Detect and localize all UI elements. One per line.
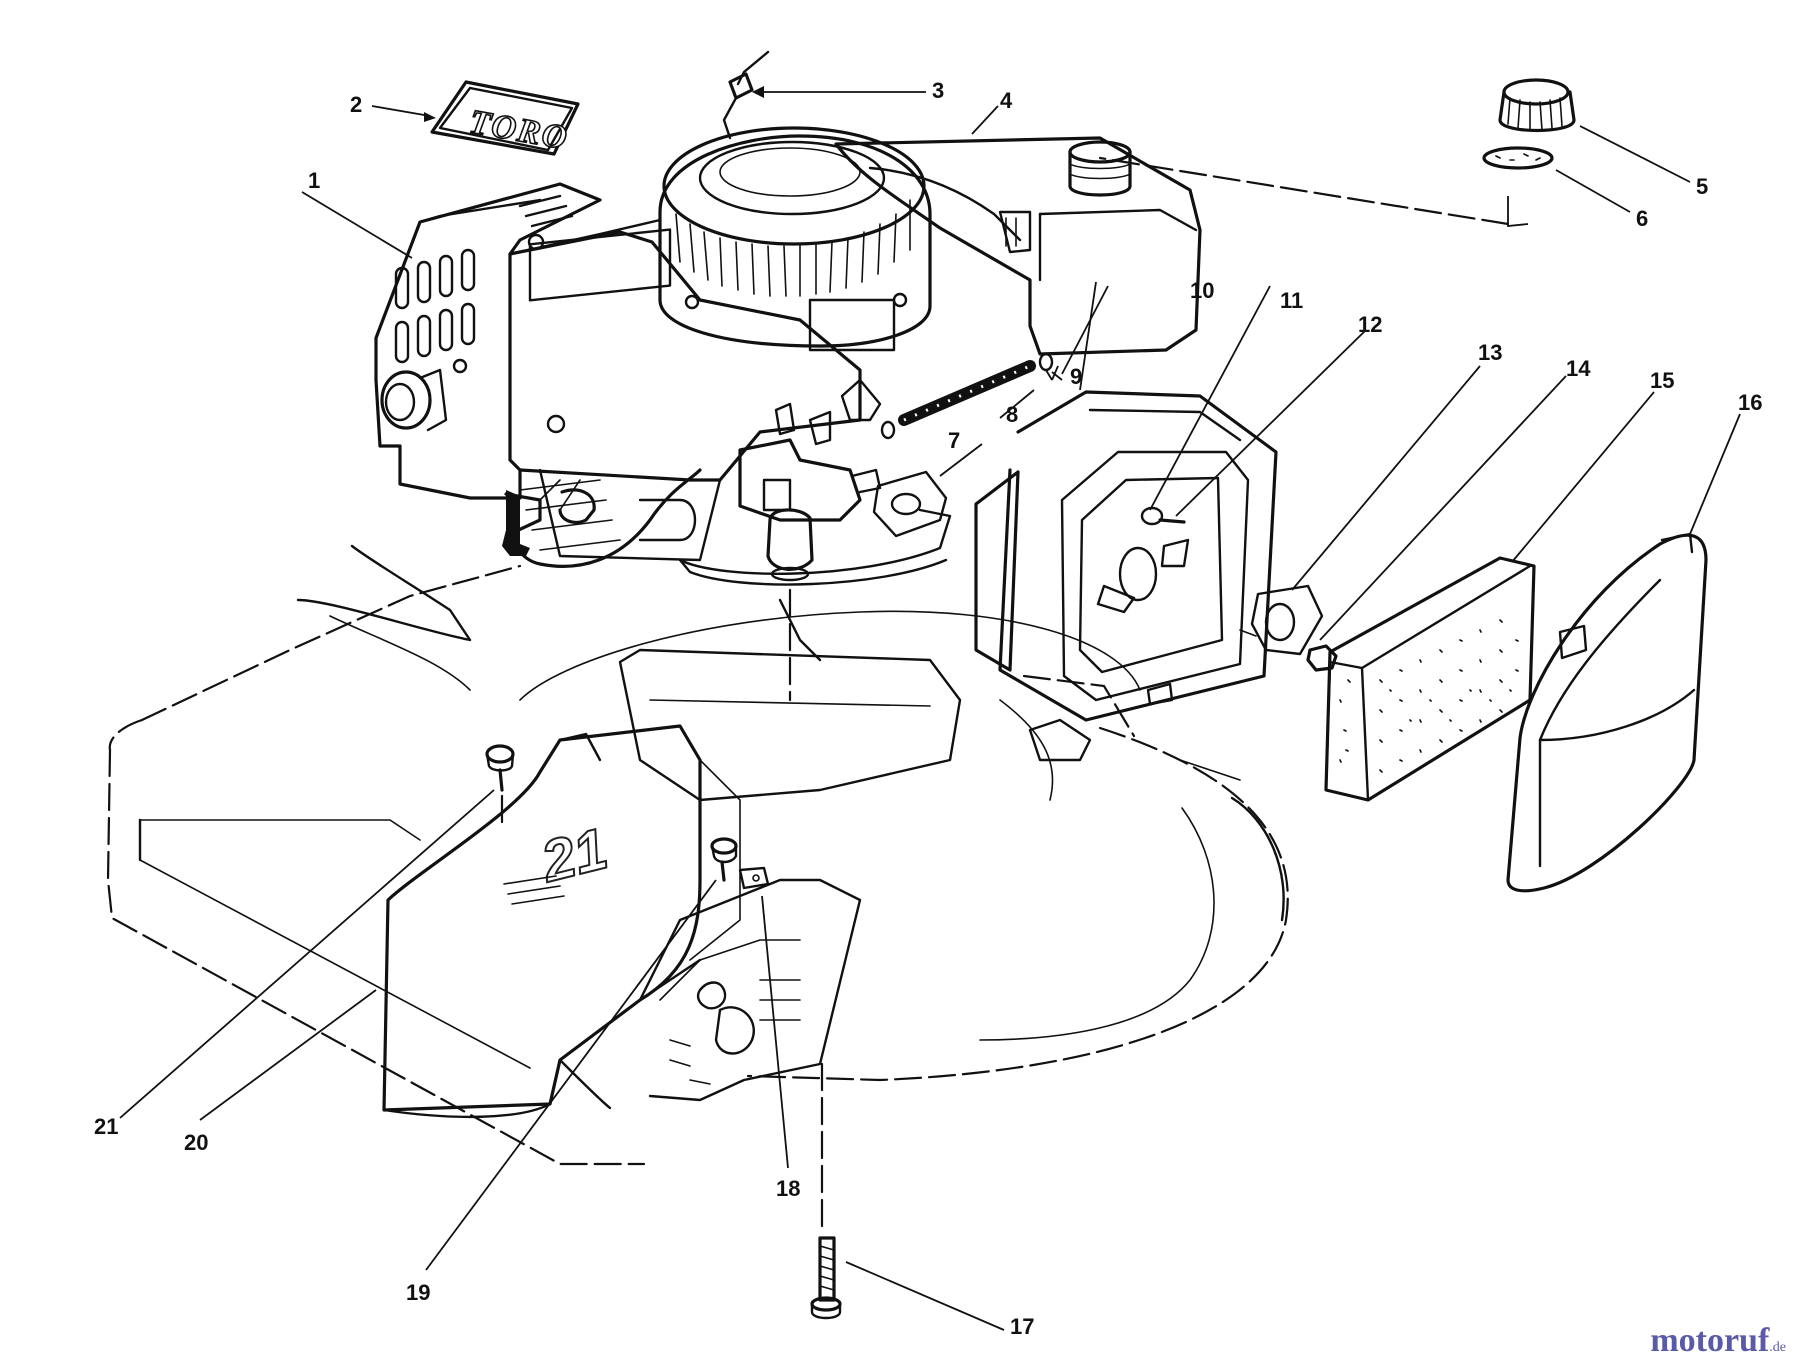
watermark-name: motoruf bbox=[1650, 1322, 1770, 1359]
callout-15: 15 bbox=[1650, 368, 1674, 393]
callout-13: 13 bbox=[1478, 340, 1502, 365]
deck-size-marking: 21 bbox=[534, 816, 613, 895]
hex-nut bbox=[1306, 644, 1338, 672]
leader-lines bbox=[119, 86, 1741, 1331]
deck-screw bbox=[485, 744, 515, 832]
deck-mounting-bolt bbox=[810, 1236, 842, 1320]
callout-5: 5 bbox=[1696, 174, 1708, 199]
callout-8: 8 bbox=[1006, 402, 1018, 427]
engine-shroud bbox=[374, 182, 896, 500]
callout-10: 10 bbox=[1190, 278, 1214, 303]
air-cleaner-body bbox=[974, 390, 1278, 722]
shroud-vents-top bbox=[518, 194, 574, 228]
callout-18: 18 bbox=[776, 1176, 800, 1201]
height-adjuster-bracket bbox=[638, 878, 862, 1102]
primer-bulb bbox=[380, 368, 448, 432]
foam-texture bbox=[1339, 619, 1519, 773]
callout-20: 20 bbox=[184, 1130, 208, 1155]
throttle-cable bbox=[722, 50, 770, 140]
starter-ribs bbox=[675, 199, 911, 297]
shroud-vents-left bbox=[394, 248, 476, 364]
callout-12: 12 bbox=[1358, 312, 1382, 337]
callout-11: 11 bbox=[1280, 288, 1303, 313]
watermark: motoruf.de bbox=[1650, 1322, 1786, 1360]
rear-discharge-door: 21 bbox=[382, 724, 741, 1119]
carburetor-assembly bbox=[678, 378, 952, 586]
speed-clip bbox=[738, 866, 770, 890]
watermark-tld: .de bbox=[1769, 1340, 1786, 1355]
callout-4: 4 bbox=[1000, 88, 1013, 113]
callout-numbers: 1 2 3 4 5 6 7 8 9 10 11 12 13 14 15 16 1… bbox=[94, 78, 1762, 1339]
air-cleaner-screw bbox=[1140, 506, 1186, 526]
fuel-cap bbox=[1498, 78, 1576, 133]
carburetor-gasket bbox=[872, 470, 948, 538]
door-screw bbox=[710, 837, 738, 882]
callout-19: 19 bbox=[406, 1280, 430, 1305]
callout-17: 17 bbox=[1010, 1314, 1034, 1339]
air-cleaner-gasket bbox=[1239, 584, 1324, 656]
fuel-tank bbox=[834, 136, 1202, 356]
callout-7: 7 bbox=[948, 428, 960, 453]
callout-2: 2 bbox=[350, 92, 362, 117]
callout-21: 21 bbox=[94, 1114, 118, 1139]
recoil-starter bbox=[658, 126, 932, 348]
callout-6: 6 bbox=[1636, 206, 1648, 231]
foam-air-filter bbox=[1324, 556, 1536, 802]
callout-3: 3 bbox=[932, 78, 944, 103]
callout-14: 14 bbox=[1566, 356, 1591, 381]
callout-9: 9 bbox=[1070, 364, 1082, 389]
fuel-line bbox=[898, 360, 1036, 426]
callout-1: 1 bbox=[308, 168, 320, 193]
callout-16: 16 bbox=[1738, 390, 1762, 415]
air-cleaner-cover bbox=[1506, 532, 1708, 893]
mower-deck bbox=[106, 544, 1289, 1230]
toro-decal: TORO bbox=[430, 80, 580, 158]
engine-cylinder bbox=[502, 468, 722, 568]
fuel-cap-seal bbox=[1482, 146, 1554, 170]
